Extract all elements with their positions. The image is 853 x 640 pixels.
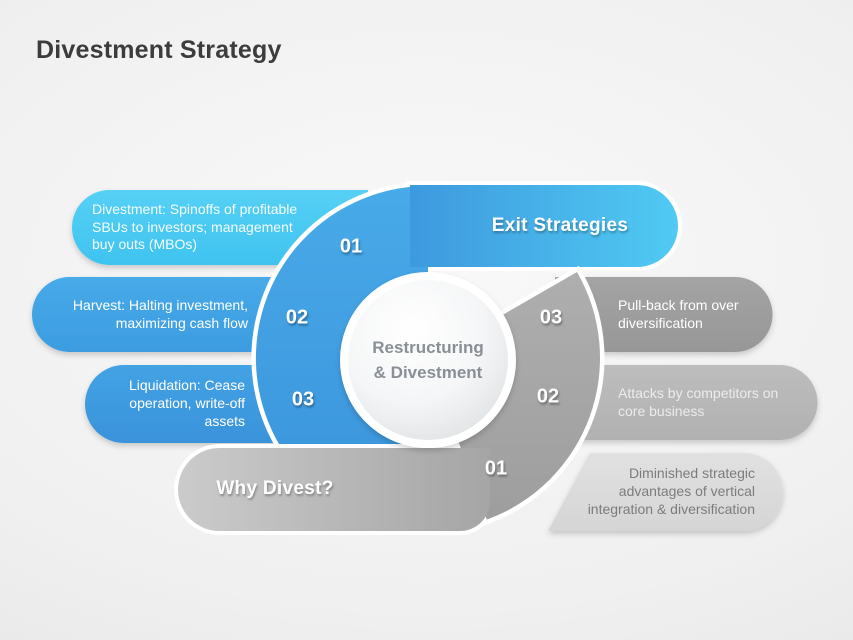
why-divest-banner	[177, 448, 490, 531]
pill-attacks	[555, 365, 818, 440]
pill-pullback	[555, 277, 773, 352]
page-title: Divestment Strategy	[36, 36, 282, 64]
exit-strategies-banner	[410, 185, 678, 267]
center-circle	[340, 272, 516, 448]
pill-harvest	[32, 277, 300, 352]
gray-ring	[456, 272, 601, 520]
pill-diminished	[548, 453, 783, 531]
gray-ring-group	[174, 265, 605, 535]
